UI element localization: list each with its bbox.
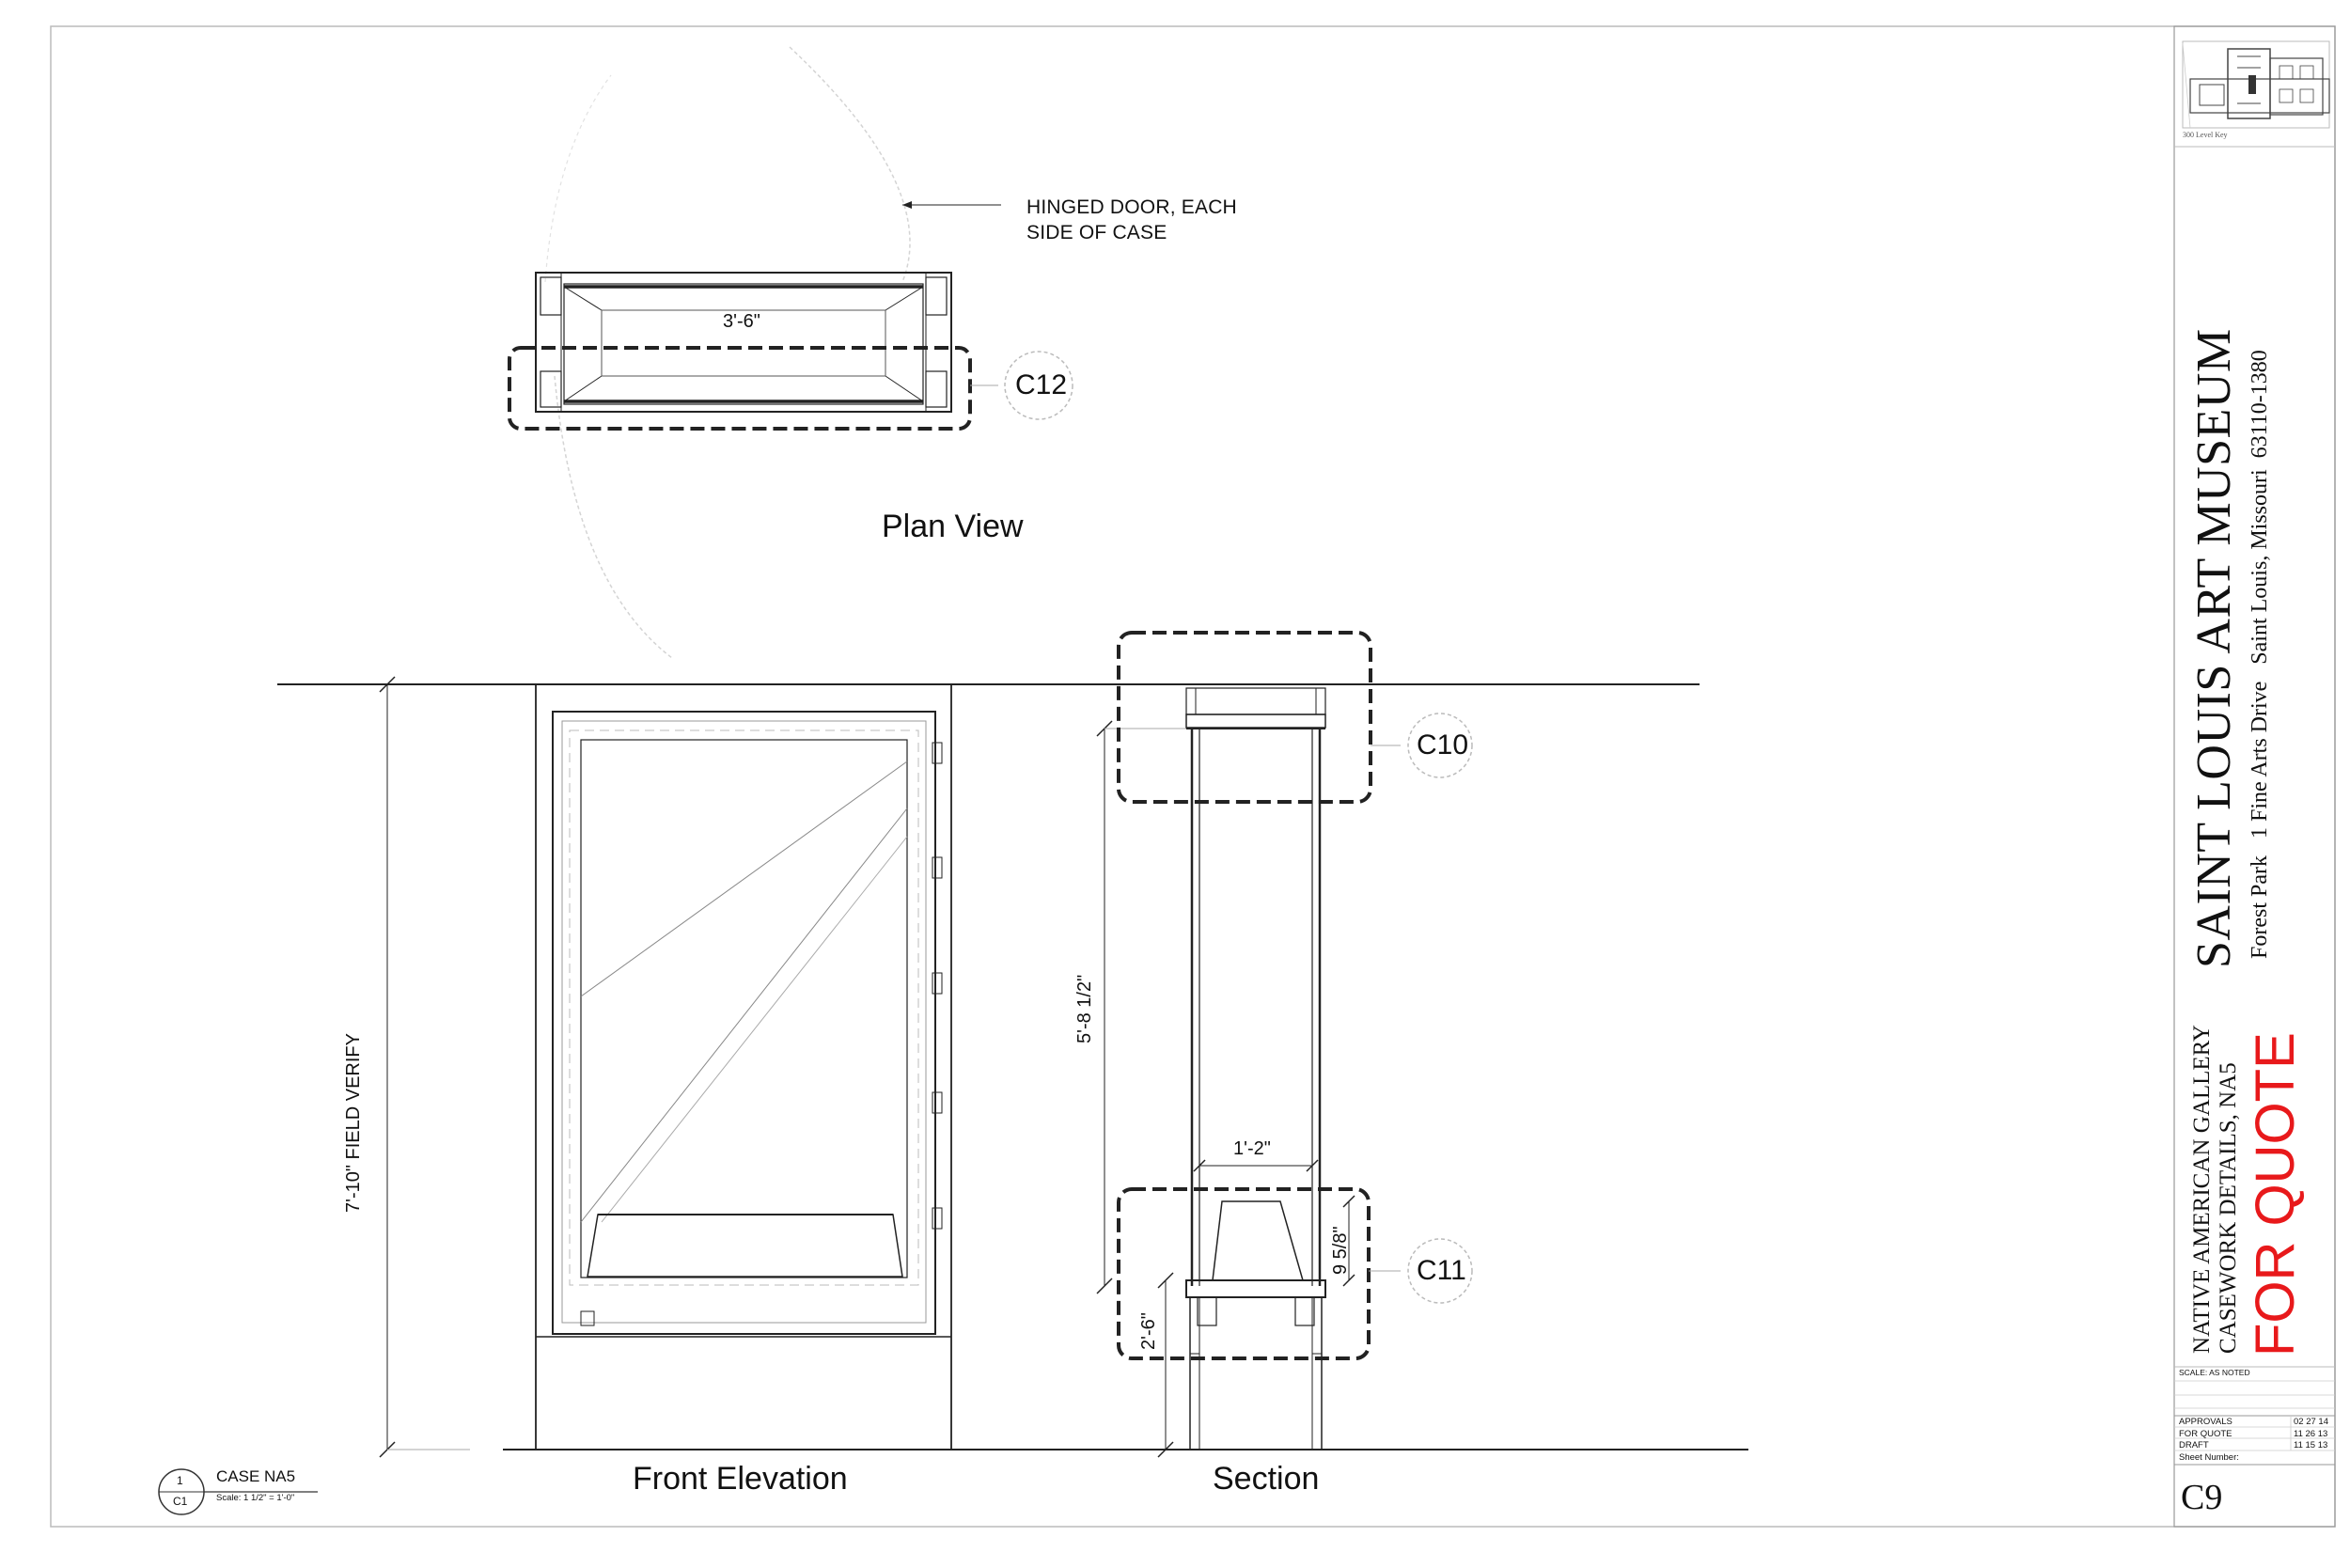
- callout-box-c12: [508, 346, 972, 431]
- section-title: Section: [1213, 1461, 1320, 1497]
- plan-view-title: Plan View: [882, 509, 1024, 544]
- plan-view: [508, 46, 1073, 659]
- revision-row: FOR QUOTE: [2179, 1429, 2232, 1439]
- detail-tag-scale: Scale: 1 1/2" = 1'-0": [216, 1493, 295, 1503]
- revision-label: APPROVALS: [2179, 1417, 2232, 1427]
- title-block: [2174, 40, 2335, 1466]
- door-swing-arc-left: [544, 74, 612, 283]
- callout-box-c11: [1117, 1187, 1371, 1360]
- callout-bubble-c11: [1407, 1238, 1473, 1304]
- detail-tag-sheet: C1: [173, 1495, 188, 1508]
- front-elevation-title: Front Elevation: [633, 1461, 848, 1497]
- callout-label-c10: C10: [1417, 729, 1469, 760]
- door-swing-arc-top: [789, 46, 911, 283]
- dim-section-shelf: 9 5/8": [1330, 1226, 1351, 1275]
- hinged-door-note-line2: SIDE OF CASE: [1026, 222, 1167, 243]
- key-plan-thumbnail: [2182, 40, 2330, 129]
- sheet-number: C9: [2181, 1478, 2223, 1517]
- dim-field-verify: 7'-10" FIELD VERIFY: [343, 1033, 364, 1213]
- door-swing-arc-bottom: [554, 375, 673, 659]
- hinged-door-note: HINGED DOOR, EACH SIDE OF CASE: [1026, 197, 1237, 243]
- museum-name: SAINT LOUIS ART MUSEUM: [2187, 328, 2241, 968]
- revision-label: DRAFT: [2179, 1440, 2209, 1450]
- hinged-door-note-line1: HINGED DOOR, EACH: [1026, 196, 1237, 218]
- elevation-wall-panel: [535, 683, 952, 1450]
- elevation-display-plinth: [587, 1214, 903, 1278]
- revision-date: 11 15 13: [2294, 1440, 2328, 1450]
- sheet-title-line2: CASEWORK DETAILS, NA5: [2216, 1062, 2241, 1354]
- revision-label: FOR QUOTE: [2179, 1429, 2232, 1439]
- revision-date: 11 26 13: [2294, 1429, 2328, 1439]
- callout-bubble-c12: [1004, 351, 1073, 420]
- section-view: [1096, 631, 1473, 1458]
- dim-section-base: 2'-6": [1138, 1312, 1159, 1350]
- elevation-case-frame: [552, 711, 936, 1335]
- title-block-frame: [2173, 25, 2336, 1528]
- museum-address: Forest Park 1 Fine Arts Drive Saint Loui…: [2248, 350, 2272, 959]
- section-display-plinth: [1212, 1200, 1304, 1281]
- detail-tag-number: 1: [177, 1474, 183, 1487]
- front-elevation: [379, 676, 952, 1458]
- dim-section-width: 1'-2": [1233, 1138, 1271, 1159]
- callout-label-c11: C11: [1417, 1255, 1466, 1286]
- detail-tag-name: CASE NA5: [216, 1467, 296, 1485]
- plan-case-inner: [563, 283, 924, 405]
- sheet-number-label: Sheet Number:: [2179, 1452, 2239, 1463]
- status-stamp: FOR QUOTE: [2245, 1032, 2306, 1356]
- revision-date: 02 27 14: [2294, 1417, 2328, 1427]
- sheet-title-line1: NATIVE AMERICAN GALLERY: [2189, 1025, 2215, 1354]
- section-shelf: [1185, 1279, 1326, 1298]
- dim-plan-width: 3'-6": [723, 311, 760, 332]
- revision-row: DRAFT: [2179, 1440, 2209, 1450]
- callout-bubble-c10: [1407, 713, 1473, 778]
- key-plan-label: 300 Level Key: [2183, 131, 2228, 139]
- dim-section-height: 5'-8 1/2": [1074, 974, 1095, 1043]
- callout-box-c10: [1117, 631, 1372, 804]
- plan-case-outer: [535, 272, 952, 413]
- callout-label-c12: C12: [1015, 369, 1068, 400]
- detail-tag: [158, 1468, 318, 1515]
- scale-note: SCALE: AS NOTED: [2179, 1368, 2250, 1377]
- revision-row: APPROVALS: [2179, 1417, 2232, 1427]
